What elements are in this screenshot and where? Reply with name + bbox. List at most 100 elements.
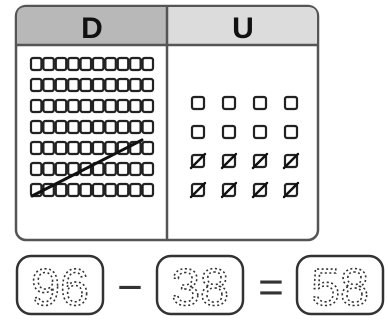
units-header: U: [232, 12, 254, 45]
unit-cube: [221, 95, 237, 111]
rod-unit-cell: [91, 98, 105, 114]
rod-unit-cell: [116, 161, 130, 177]
unit-cube: [220, 152, 238, 170]
rod-unit-cell: [67, 77, 80, 93]
rod-unit-cell: [54, 119, 68, 135]
unit-cube: [283, 95, 299, 111]
minuend-value: 96: [31, 259, 89, 317]
equals-sign: =: [258, 263, 284, 312]
tens-header-bg: [17, 7, 167, 45]
subtrahend-value: 38: [171, 259, 229, 317]
unit-cube-square: [190, 95, 206, 111]
rod-unit-cell: [116, 119, 130, 135]
rod-unit-cell: [79, 140, 93, 156]
cube-cross-out-stroke: [189, 181, 207, 199]
rod-unit-cell: [29, 56, 43, 72]
rod-unit-cell: [104, 161, 117, 177]
rod-unit-cell: [67, 182, 80, 198]
cube-cross-out-stroke: [282, 181, 300, 199]
rod-unit-cell: [91, 182, 105, 198]
rod-unit-cell: [42, 140, 55, 156]
rod-unit-cell: [54, 56, 68, 72]
rod-unit-cell: [42, 161, 55, 177]
rod-unit-cell: [79, 182, 93, 198]
rod-unit-cell: [91, 119, 105, 135]
unit-cube: [252, 95, 268, 111]
rod-unit-cell: [141, 77, 155, 93]
unit-cube-square: [283, 95, 299, 111]
cube-cross-out-stroke: [220, 152, 238, 170]
rod-unit-cell: [67, 98, 80, 114]
minuend-box: [15, 254, 105, 316]
rod-unit-cell: [129, 161, 142, 177]
rod-unit-cell: [141, 140, 155, 156]
rod-unit-cell: [42, 77, 55, 93]
rod-unit-cell: [129, 77, 142, 93]
rod-unit-cell: [42, 98, 55, 114]
tens-rods: [29, 56, 155, 198]
rod-unit-cell: [116, 98, 130, 114]
ten-rod: [29, 98, 155, 114]
tens-header: D: [81, 12, 103, 45]
rod-unit-cell: [67, 119, 80, 135]
rod-unit-cell: [116, 56, 130, 72]
unit-cube: [252, 124, 268, 140]
unit-cube: [282, 181, 300, 199]
rod-unit-cell: [67, 140, 80, 156]
cube-cross-out-stroke: [220, 181, 238, 199]
rod-unit-cell: [129, 119, 142, 135]
rod-unit-cell: [129, 56, 142, 72]
cube-cross-out-stroke: [282, 152, 300, 170]
ten-rod: [29, 56, 155, 72]
unit-cube: [190, 95, 206, 111]
rod-unit-cell: [67, 56, 80, 72]
equation: 96 − 38 = 58: [15, 254, 385, 318]
unit-cube-square: [221, 124, 237, 140]
rod-unit-cell: [104, 140, 117, 156]
rod-unit-cell: [29, 161, 43, 177]
rod-unit-cell: [42, 56, 55, 72]
rod-unit-cell: [141, 182, 155, 198]
rod-unit-cell: [54, 182, 68, 198]
unit-cube: [282, 152, 300, 170]
rod-unit-cell: [29, 77, 43, 93]
unit-cube: [251, 152, 269, 170]
rods-cross-out-stroke: [30, 138, 144, 198]
ten-rod: [29, 161, 155, 177]
rod-unit-cell: [104, 98, 117, 114]
rod-unit-cell: [54, 161, 68, 177]
unit-cube-square: [221, 95, 237, 111]
rod-unit-cell: [42, 119, 55, 135]
units-header-bg: [167, 7, 317, 45]
unit-cube-square: [252, 124, 268, 140]
result-box: [295, 254, 385, 316]
rod-unit-cell: [141, 56, 155, 72]
rod-unit-cell: [104, 182, 117, 198]
rod-unit-cell: [79, 98, 93, 114]
subtrahend-box: [155, 254, 245, 316]
rod-unit-cell: [104, 56, 117, 72]
rod-unit-cell: [91, 140, 105, 156]
rod-unit-cell: [29, 98, 43, 114]
cube-cross-out-stroke: [189, 152, 207, 170]
rod-unit-cell: [129, 182, 142, 198]
rod-unit-cell: [54, 140, 68, 156]
result-value: 58: [311, 259, 369, 317]
minus-sign: −: [117, 263, 143, 312]
unit-cube: [189, 152, 207, 170]
rod-unit-cell: [141, 161, 155, 177]
rod-unit-cell: [79, 119, 93, 135]
rod-unit-cell: [116, 77, 130, 93]
rod-unit-cell: [54, 98, 68, 114]
rod-unit-cell: [29, 140, 43, 156]
units-cubes: [189, 95, 300, 199]
unit-cube-square: [190, 124, 206, 140]
ten-rod: [29, 119, 155, 135]
rod-unit-cell: [79, 56, 93, 72]
rod-unit-cell: [141, 119, 155, 135]
cube-cross-out-stroke: [251, 181, 269, 199]
unit-cube-square: [252, 95, 268, 111]
rod-unit-cell: [29, 119, 43, 135]
cube-cross-out-stroke: [251, 152, 269, 170]
